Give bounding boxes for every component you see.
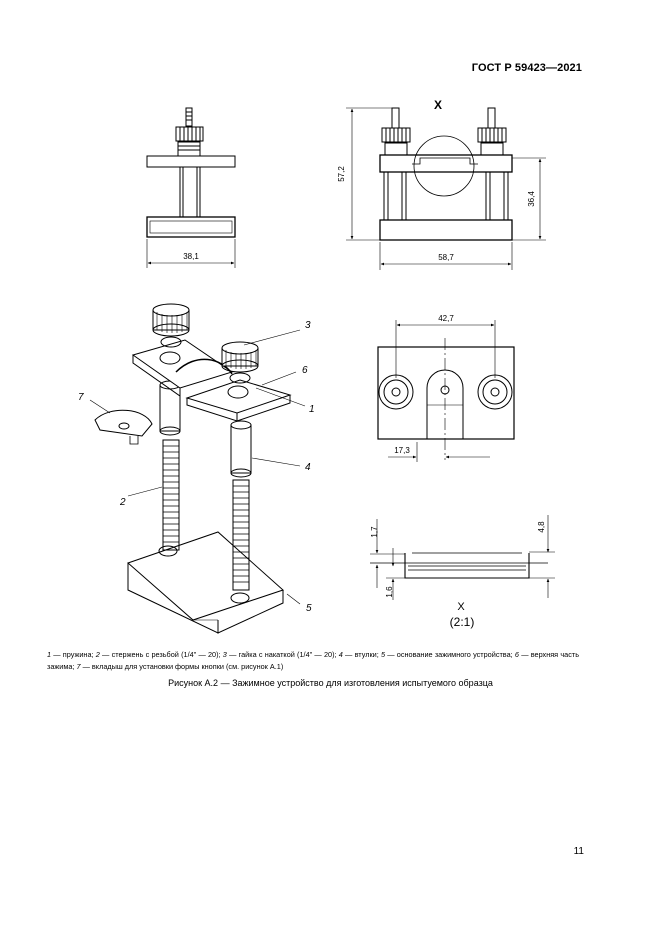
callout-2: 2 bbox=[119, 497, 126, 508]
page-number: 11 bbox=[573, 846, 584, 857]
legend-text-3: — гайка с накаткой (1/4" — 20); bbox=[226, 650, 339, 659]
dim-front-width: 38,1 bbox=[183, 252, 199, 261]
legend-num-7: 7 bbox=[76, 662, 81, 671]
dim-detail-top-left: 1,7 bbox=[370, 526, 379, 538]
callout-7: 7 bbox=[78, 392, 84, 403]
dim-side-lower-height: 36,4 bbox=[527, 191, 536, 207]
top-view bbox=[377, 320, 515, 462]
detail-x-view bbox=[370, 515, 555, 600]
legend-text-1: — пружина; bbox=[51, 650, 96, 659]
legend-text-6: — верхняя часть зажима; bbox=[47, 650, 580, 671]
figure-caption: Рисунок А.2 — Зажимное устройство для из… bbox=[168, 678, 493, 688]
callout-6: 6 bbox=[302, 365, 308, 376]
front-view bbox=[146, 107, 236, 268]
dim-side-height: 57,2 bbox=[337, 166, 346, 182]
legend-text-5: — основание зажимного устройства; bbox=[385, 650, 515, 659]
callout-1: 1 bbox=[309, 404, 315, 415]
callout-3: 3 bbox=[305, 320, 311, 331]
detail-marker-label: X bbox=[434, 98, 442, 112]
side-view bbox=[346, 107, 546, 270]
legend-num-1: 1 bbox=[47, 650, 52, 659]
legend-text-4: — втулки; bbox=[342, 650, 381, 659]
figure-legend: 1 — пружина; 2 — стержень с резьбой (1/4… bbox=[47, 649, 579, 673]
dim-top-span: 42,7 bbox=[438, 314, 454, 323]
detail-label: X bbox=[457, 601, 465, 613]
legend-text-7: — вкладыш для установки формы кнопки (см… bbox=[80, 662, 284, 671]
detail-scale: (2:1) bbox=[450, 615, 475, 629]
clamp-figure: 38,1 bbox=[78, 98, 555, 634]
legend-num-4: 4 bbox=[338, 650, 343, 659]
dim-detail-right: 4,8 bbox=[537, 521, 546, 533]
dim-side-width: 58,7 bbox=[438, 253, 454, 262]
isometric-view bbox=[89, 303, 306, 634]
callout-5: 5 bbox=[306, 603, 312, 614]
legend-text-2: — стержень с резьбой (1/4" — 20); bbox=[99, 650, 223, 659]
callout-4: 4 bbox=[305, 462, 311, 473]
legend-num-3: 3 bbox=[222, 650, 227, 659]
document-standard-number: ГОСТ Р 59423—2021 bbox=[471, 62, 582, 74]
legend-num-5: 5 bbox=[380, 650, 386, 659]
legend-num-2: 2 bbox=[95, 650, 100, 659]
dim-detail-bottom-left: 1,6 bbox=[385, 586, 394, 598]
dim-top-offset: 17,3 bbox=[394, 446, 410, 455]
legend-num-6: 6 bbox=[514, 650, 519, 659]
